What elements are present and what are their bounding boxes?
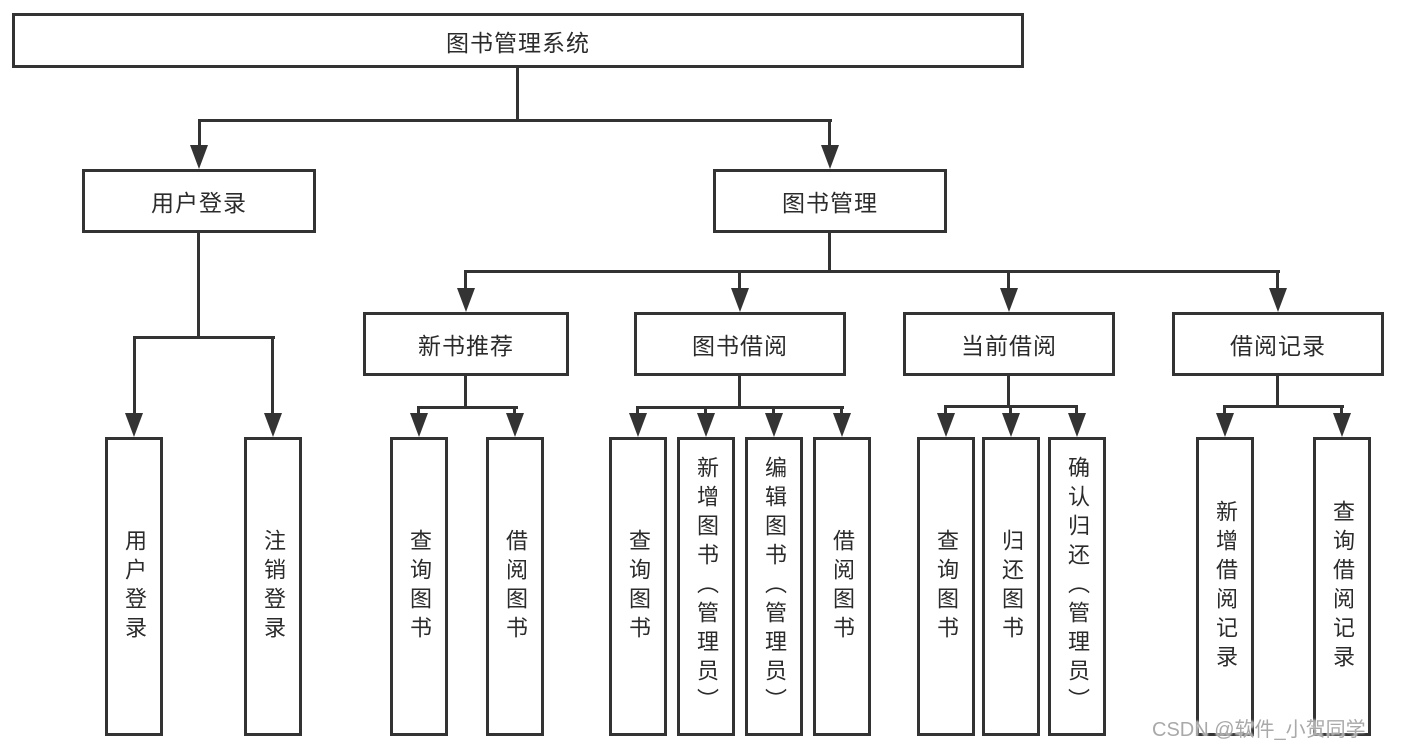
leaf-add-borrow-record-label: 新增借阅记录 bbox=[1213, 499, 1238, 674]
connector-line bbox=[1009, 405, 1012, 416]
node-new-book-recommendation: 新书推荐 bbox=[363, 312, 569, 376]
leaf-return-books: 归还图书 bbox=[982, 437, 1040, 736]
leaf-borrow-books-borrowing-label: 借阅图书 bbox=[830, 528, 855, 645]
node-current-borrowing-label: 当前借阅 bbox=[961, 333, 1057, 359]
connector-line bbox=[637, 406, 844, 409]
node-book-borrowing: 图书借阅 bbox=[634, 312, 846, 376]
arrowhead-icon bbox=[731, 288, 749, 312]
node-new-book-recommendation-label: 新书推荐 bbox=[418, 333, 514, 359]
node-borrowing-records: 借阅记录 bbox=[1172, 312, 1384, 376]
leaf-query-books-borrowing: 查询图书 bbox=[609, 437, 667, 736]
connector-line bbox=[1224, 405, 1344, 408]
connector-line bbox=[464, 270, 467, 292]
leaf-edit-book-admin: 编辑图书（管理员） bbox=[745, 437, 803, 736]
connector-line bbox=[1007, 376, 1010, 408]
connector-line bbox=[1075, 405, 1078, 416]
leaf-user-login-label: 用户登录 bbox=[122, 528, 147, 645]
arrowhead-icon bbox=[1333, 413, 1351, 437]
leaf-add-borrow-record: 新增借阅记录 bbox=[1196, 437, 1254, 736]
connector-line bbox=[704, 406, 707, 416]
node-user-login-label: 用户登录 bbox=[151, 190, 247, 216]
connector-line bbox=[198, 119, 832, 122]
connector-line bbox=[271, 336, 274, 416]
node-current-borrowing: 当前借阅 bbox=[903, 312, 1115, 376]
connector-line bbox=[464, 376, 467, 409]
connector-line bbox=[198, 119, 201, 152]
leaf-query-books-recommend: 查询图书 bbox=[390, 437, 448, 736]
leaf-borrow-books-recommend-label: 借阅图书 bbox=[503, 528, 528, 645]
arrowhead-icon bbox=[457, 288, 475, 312]
connector-line bbox=[197, 233, 200, 338]
leaf-query-books-recommend-label: 查询图书 bbox=[407, 528, 432, 645]
leaf-query-books-borrowing-label: 查询图书 bbox=[626, 528, 651, 645]
connector-line bbox=[133, 336, 275, 339]
leaf-confirm-return-admin: 确认归还（管理员） bbox=[1048, 437, 1106, 736]
leaf-borrow-books-borrowing: 借阅图书 bbox=[813, 437, 871, 736]
leaf-add-book-admin: 新增图书（管理员） bbox=[677, 437, 735, 736]
leaf-query-borrow-record-label: 查询借阅记录 bbox=[1330, 499, 1355, 674]
connector-line bbox=[465, 270, 1280, 273]
arrowhead-icon bbox=[1068, 413, 1086, 437]
connector-line bbox=[133, 336, 136, 416]
connector-line bbox=[1007, 270, 1010, 292]
arrowhead-icon bbox=[629, 413, 647, 437]
connector-line bbox=[828, 119, 831, 152]
arrowhead-icon bbox=[765, 413, 783, 437]
arrowhead-icon bbox=[125, 413, 143, 437]
arrowhead-icon bbox=[821, 145, 839, 169]
leaf-logout: 注销登录 bbox=[244, 437, 302, 736]
leaf-user-login: 用户登录 bbox=[105, 437, 163, 736]
arrowhead-icon bbox=[410, 413, 428, 437]
leaf-return-books-label: 归还图书 bbox=[999, 528, 1024, 645]
node-book-management-label: 图书管理 bbox=[782, 190, 878, 216]
arrowhead-icon bbox=[506, 413, 524, 437]
arrowhead-icon bbox=[937, 413, 955, 437]
node-borrowing-records-label: 借阅记录 bbox=[1230, 333, 1326, 359]
connector-line bbox=[1340, 405, 1343, 416]
connector-line bbox=[840, 406, 843, 416]
arrowhead-icon bbox=[190, 145, 208, 169]
leaf-logout-label: 注销登录 bbox=[261, 528, 286, 645]
leaf-borrow-books-recommend: 借阅图书 bbox=[486, 437, 544, 736]
leaf-edit-book-admin-label: 编辑图书（管理员） bbox=[762, 456, 787, 717]
node-root-label: 图书管理系统 bbox=[446, 29, 590, 56]
leaf-add-book-admin-label: 新增图书（管理员） bbox=[694, 456, 719, 717]
connector-line bbox=[418, 406, 518, 409]
csdn-watermark: CSDN @软件_小贺同学 bbox=[1152, 719, 1366, 741]
node-book-borrowing-label: 图书借阅 bbox=[692, 333, 788, 359]
connector-line bbox=[738, 376, 741, 409]
connector-line bbox=[772, 406, 775, 416]
node-root: 图书管理系统 bbox=[12, 13, 1024, 68]
connector-line bbox=[944, 405, 947, 416]
node-book-management: 图书管理 bbox=[713, 169, 947, 233]
leaf-query-books-current: 查询图书 bbox=[917, 437, 975, 736]
arrowhead-icon bbox=[833, 413, 851, 437]
connector-line bbox=[516, 68, 519, 121]
connector-line bbox=[828, 233, 831, 273]
connector-line bbox=[1223, 405, 1226, 416]
leaf-confirm-return-admin-label: 确认归还（管理员） bbox=[1065, 456, 1090, 717]
arrowhead-icon bbox=[1216, 413, 1234, 437]
leaf-query-borrow-record: 查询借阅记录 bbox=[1313, 437, 1371, 736]
connector-line bbox=[1276, 270, 1279, 292]
connector-line bbox=[513, 406, 516, 416]
arrowhead-icon bbox=[1269, 288, 1287, 312]
arrowhead-icon bbox=[1000, 288, 1018, 312]
leaf-query-books-current-label: 查询图书 bbox=[934, 528, 959, 645]
node-user-login: 用户登录 bbox=[82, 169, 316, 233]
connector-line bbox=[738, 270, 741, 292]
arrowhead-icon bbox=[1002, 413, 1020, 437]
connector-line bbox=[1276, 376, 1279, 408]
arrowhead-icon bbox=[264, 413, 282, 437]
arrowhead-icon bbox=[697, 413, 715, 437]
connector-line bbox=[417, 406, 420, 416]
connector-line bbox=[636, 406, 639, 416]
